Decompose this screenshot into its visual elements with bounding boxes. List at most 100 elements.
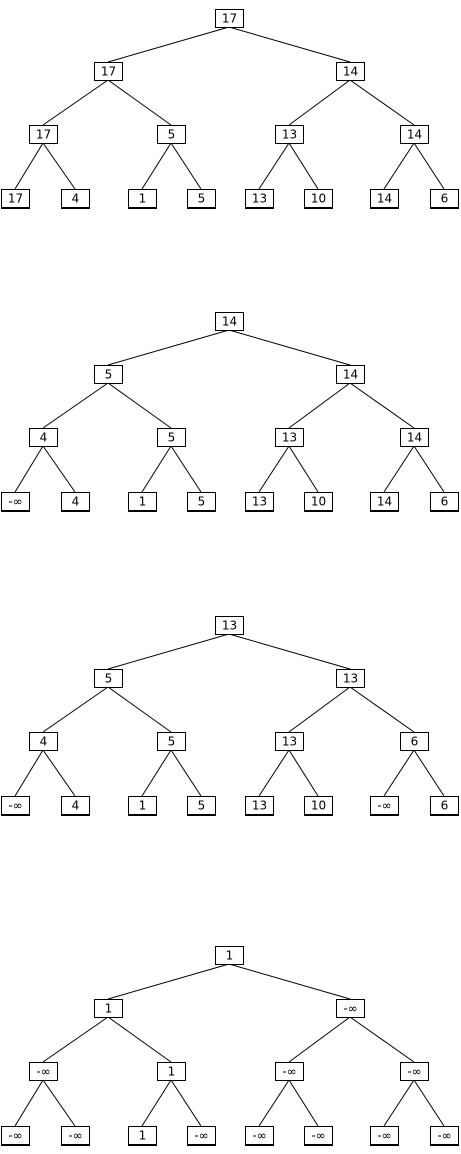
node-value: 1 (139, 799, 147, 813)
node-box (336, 999, 365, 1018)
node-box (61, 796, 90, 815)
node-value: 5 (168, 735, 176, 749)
node-value: 17 (222, 12, 237, 26)
node-value: -∞ (194, 1129, 208, 1143)
tree-edge (288, 445, 319, 493)
internal-node: 5 (157, 125, 186, 144)
node-box (187, 189, 216, 208)
leaf-node: -∞ (1, 796, 30, 816)
node-value: 14 (343, 65, 358, 79)
node-box (430, 796, 459, 815)
leaf-node: -∞ (61, 1126, 90, 1146)
node-box (430, 189, 459, 208)
node-value: 13 (252, 495, 267, 509)
node-value: 6 (441, 495, 449, 509)
leaf-node: 5 (187, 189, 216, 209)
node-box (94, 999, 123, 1018)
leaf-node: 14 (370, 189, 399, 209)
leaf-node: -∞ (370, 796, 399, 816)
internal-node: 17 (94, 62, 123, 81)
leaf-node: -∞ (430, 1126, 459, 1146)
node-box (61, 492, 90, 511)
tree-edge (349, 1016, 415, 1063)
node-box (61, 189, 90, 208)
leaf-node: -∞ (370, 1126, 399, 1146)
leaf-node: 1 (128, 492, 157, 512)
tree-edge (141, 1079, 172, 1127)
leaf-node: -∞ (1, 1126, 30, 1146)
node-box (275, 428, 304, 447)
tree-edge (288, 142, 319, 190)
node-value: 1 (139, 495, 147, 509)
node-box (275, 732, 304, 751)
node-box (187, 796, 216, 815)
node-box (94, 365, 123, 384)
node-value: 13 (252, 192, 267, 206)
node-box (275, 1062, 304, 1081)
root-node: 13 (215, 616, 244, 635)
tree-edge (228, 963, 351, 1000)
node-box (430, 492, 459, 511)
node-value: 17 (36, 128, 51, 142)
node-box (215, 9, 244, 28)
tree-edge (107, 686, 172, 733)
node-box (245, 796, 274, 815)
tree-edge (42, 1016, 109, 1063)
tree-edge (14, 142, 44, 190)
tree-edge (288, 382, 351, 429)
tree-edge (107, 382, 172, 429)
node-box (128, 796, 157, 815)
node-value: 4 (40, 735, 48, 749)
tree-edge (170, 749, 202, 797)
node-box (29, 125, 58, 144)
node-value: 5 (198, 495, 206, 509)
node-value: -∞ (8, 1129, 22, 1143)
internal-node: 14 (336, 62, 365, 81)
tree-edge (42, 142, 76, 190)
node-value: -∞ (377, 799, 391, 813)
leaf-node: 13 (245, 492, 274, 512)
root-node: 14 (215, 312, 244, 331)
internal-node: 13 (275, 428, 304, 447)
tree-edge (107, 963, 230, 1000)
node-box (215, 312, 244, 331)
tree-edge (107, 79, 172, 126)
node-value: 13 (282, 735, 297, 749)
tree-edge (383, 749, 415, 797)
node-box (94, 669, 123, 688)
node-box (370, 1126, 399, 1145)
node-box (304, 492, 333, 511)
node-value: 10 (311, 192, 326, 206)
tree-edge (14, 445, 44, 493)
internal-node: 13 (275, 125, 304, 144)
node-value: 5 (168, 128, 176, 142)
node-box (370, 796, 399, 815)
node-value: -∞ (282, 1065, 296, 1079)
node-value: 14 (407, 128, 422, 142)
node-box (336, 669, 365, 688)
node-box (245, 1126, 274, 1145)
node-value: 10 (311, 495, 326, 509)
node-box (400, 125, 429, 144)
tree-edge (228, 633, 351, 670)
node-box (128, 189, 157, 208)
tree-edge (258, 749, 290, 797)
leaf-node: 13 (245, 189, 274, 209)
node-value: 4 (40, 431, 48, 445)
leaf-node: 6 (430, 796, 459, 816)
root-node: 17 (215, 9, 244, 28)
leaf-node: 14 (370, 492, 399, 512)
node-value: -∞ (68, 1129, 82, 1143)
internal-node: 14 (400, 125, 429, 144)
tree-edge (288, 686, 351, 733)
node-box (61, 1126, 90, 1145)
node-value: 4 (72, 799, 80, 813)
node-box (215, 946, 244, 965)
leaf-node: 1 (128, 1126, 157, 1146)
leaf-node: 6 (430, 492, 459, 512)
internal-node: 13 (336, 669, 365, 688)
internal-node: 5 (157, 732, 186, 751)
node-box (1, 796, 30, 815)
